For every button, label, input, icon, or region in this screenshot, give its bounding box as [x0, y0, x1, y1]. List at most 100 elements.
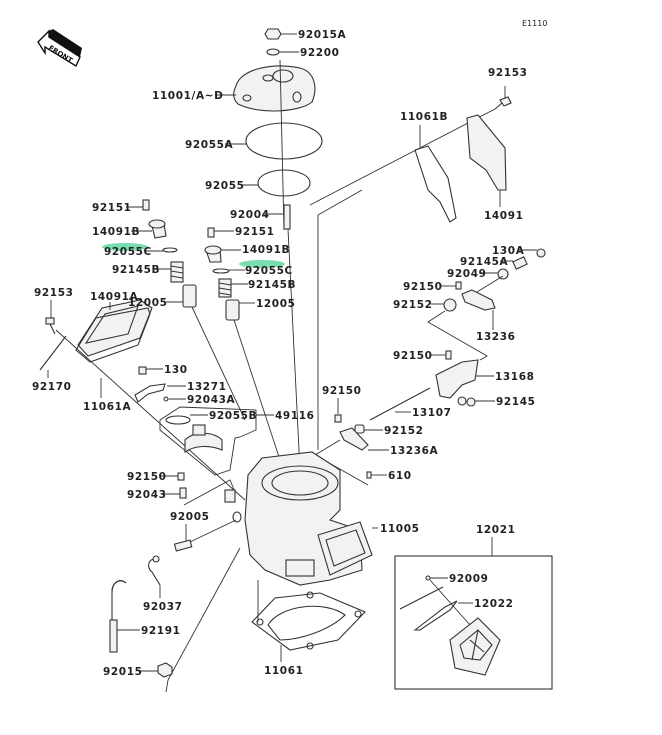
- label-92145[interactable]: 92145: [496, 396, 536, 408]
- clamp-92037-part[interactable]: [148, 555, 161, 598]
- gasket-11061b-part[interactable]: [414, 125, 457, 223]
- label-13107[interactable]: 13107: [412, 407, 452, 419]
- plug-92005-part[interactable]: [173, 524, 193, 552]
- label-92004[interactable]: 92004: [230, 209, 270, 221]
- valve-13168-part[interactable]: [435, 359, 494, 399]
- bearing-92049-part[interactable]: [479, 268, 509, 280]
- nut-92015-part[interactable]: [138, 662, 173, 678]
- label-130[interactable]: 130: [164, 364, 188, 376]
- collar-92152-mid-part[interactable]: [354, 424, 383, 434]
- label-92055[interactable]: 92055: [205, 180, 245, 192]
- label-12022[interactable]: 12022: [474, 598, 514, 610]
- label-92200[interactable]: 92200: [300, 47, 340, 59]
- bolt-130-part[interactable]: [138, 366, 163, 375]
- bolt-130a-part[interactable]: [518, 248, 546, 258]
- label-92043[interactable]: 92043: [127, 489, 167, 501]
- oring-92055c-left-part[interactable]: [146, 247, 178, 253]
- label-92151-right[interactable]: 92151: [235, 226, 275, 238]
- label-92015[interactable]: 92015: [103, 666, 143, 678]
- label-92009[interactable]: 92009: [449, 573, 489, 585]
- screw-92150-r2-part[interactable]: [430, 350, 452, 360]
- label-92037[interactable]: 92037: [143, 601, 183, 613]
- label-11061a[interactable]: 11061A: [83, 401, 132, 413]
- label-92043a[interactable]: 92043A: [187, 394, 236, 406]
- spring-92145a-part[interactable]: [500, 256, 528, 270]
- label-92055c-left[interactable]: 92055C: [104, 246, 152, 258]
- label-92153-left[interactable]: 92153: [34, 287, 74, 299]
- label-92049[interactable]: 92049: [447, 268, 487, 280]
- cap-14091b-left-part[interactable]: [131, 219, 167, 239]
- bolt-92170-part[interactable]: [39, 335, 67, 378]
- label-92150-r2[interactable]: 92150: [393, 350, 433, 362]
- label-92150-left[interactable]: 92150: [127, 471, 167, 483]
- label-14091b-left[interactable]: 14091B: [92, 226, 140, 238]
- valve-12005-right-part[interactable]: [225, 299, 255, 321]
- screw-92009-part[interactable]: [399, 575, 448, 610]
- pin-92043-part[interactable]: [162, 487, 187, 499]
- label-11005[interactable]: 11005: [380, 523, 420, 535]
- hose-92191-part[interactable]: [109, 580, 140, 653]
- screw-92150-r1-part[interactable]: [440, 281, 462, 290]
- pin-610-part[interactable]: [366, 471, 387, 479]
- cover-14091-part[interactable]: [466, 114, 507, 207]
- spring-92145-part[interactable]: [457, 396, 495, 407]
- label-11061b[interactable]: 11061B: [400, 111, 448, 123]
- label-92150-mid[interactable]: 92150: [322, 385, 362, 397]
- label-92055c-right[interactable]: 92055C: [245, 265, 293, 277]
- bolt-92153-top-part[interactable]: [494, 86, 512, 110]
- spring-92145b-right-part[interactable]: [218, 278, 248, 298]
- label-92191[interactable]: 92191: [141, 625, 181, 637]
- label-92005[interactable]: 92005: [170, 511, 210, 523]
- label-92153-top[interactable]: 92153: [488, 67, 528, 79]
- shaft-13107-part[interactable]: [369, 387, 431, 421]
- label-92055a[interactable]: 92055A: [185, 139, 234, 151]
- label-12021[interactable]: 12021: [476, 524, 516, 536]
- label-49116[interactable]: 49116: [275, 410, 315, 422]
- screw-92150-mid-part[interactable]: [334, 398, 342, 423]
- oring-92055a-part[interactable]: [225, 122, 323, 160]
- valve-12005-left-part[interactable]: [166, 284, 197, 308]
- screw-92150-left-part[interactable]: [160, 472, 185, 481]
- label-14091a[interactable]: 14091A: [90, 291, 139, 303]
- pin-92043a-part[interactable]: [163, 396, 186, 402]
- nut-92015a-part[interactable]: [264, 28, 297, 40]
- label-14091[interactable]: 14091: [484, 210, 524, 222]
- cover-14091a-part[interactable]: [77, 299, 153, 357]
- reed-12021-assembly[interactable]: [394, 537, 553, 690]
- oring-92055-part[interactable]: [240, 169, 311, 197]
- label-92145b-right[interactable]: 92145B: [248, 279, 296, 291]
- lever-13236a-part[interactable]: [339, 427, 389, 451]
- label-13236a[interactable]: 13236A: [390, 445, 439, 457]
- washer-92200-part[interactable]: [266, 48, 299, 56]
- label-92145b-left[interactable]: 92145B: [112, 264, 160, 276]
- reed-12022-part[interactable]: [413, 600, 473, 631]
- label-92152-mid[interactable]: 92152: [384, 425, 424, 437]
- label-92145a[interactable]: 92145A: [460, 256, 509, 268]
- lever-13236-part[interactable]: [461, 275, 504, 330]
- label-13236[interactable]: 13236: [476, 331, 516, 343]
- oring-92055c-right-part[interactable]: [212, 268, 245, 274]
- label-92151-left[interactable]: 92151: [92, 202, 132, 214]
- label-12005-left[interactable]: 12005: [128, 297, 168, 309]
- cap-14091b-right-part[interactable]: [204, 245, 241, 263]
- bolt-92153-left-part[interactable]: [45, 300, 56, 335]
- label-12005-right[interactable]: 12005: [256, 298, 296, 310]
- collar-92152-r1-part[interactable]: [429, 298, 457, 312]
- gasket-11061a-part[interactable]: [75, 307, 151, 398]
- label-13168[interactable]: 13168: [495, 371, 535, 383]
- label-14091b-right[interactable]: 14091B: [242, 244, 290, 256]
- stud-92004-part[interactable]: [263, 204, 291, 230]
- label-13271[interactable]: 13271: [187, 381, 227, 393]
- lever-13271-part[interactable]: [134, 383, 186, 403]
- oring-92055b-part[interactable]: [165, 414, 208, 425]
- bolt-92151-right-part[interactable]: [207, 227, 234, 238]
- bolt-92151-left-part[interactable]: [126, 199, 150, 211]
- cylinder-head-part[interactable]: [215, 65, 316, 112]
- label-11001[interactable]: 11001/A~D: [152, 90, 223, 102]
- label-92015a[interactable]: 92015A: [298, 29, 347, 41]
- label-610[interactable]: 610: [388, 470, 412, 482]
- label-11061[interactable]: 11061: [264, 665, 304, 677]
- label-92152-r1[interactable]: 92152: [393, 299, 433, 311]
- label-92150-r1[interactable]: 92150: [403, 281, 443, 293]
- label-92170[interactable]: 92170: [32, 381, 72, 393]
